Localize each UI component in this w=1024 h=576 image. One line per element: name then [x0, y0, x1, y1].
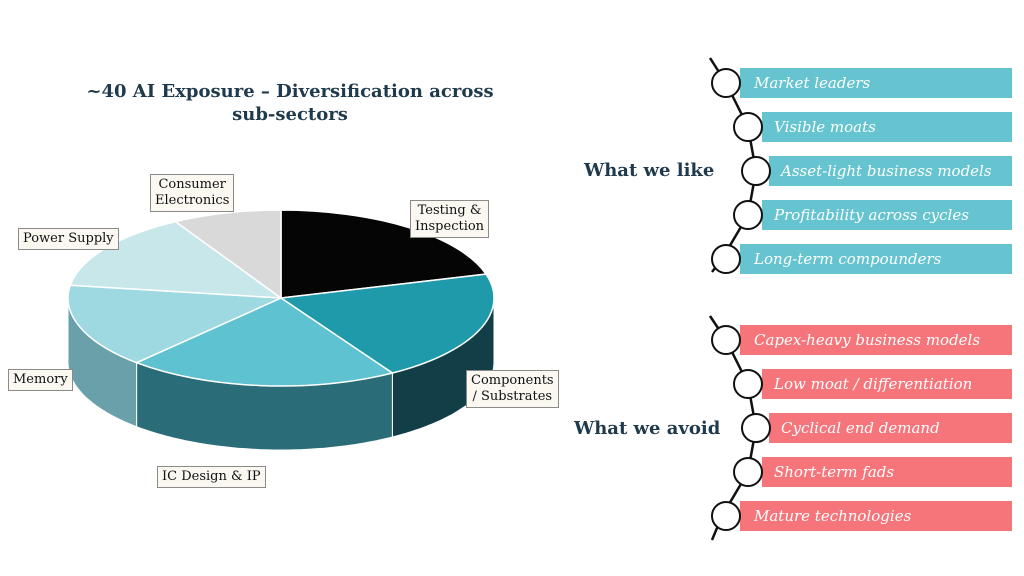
- avoid-bullet-circle: [711, 501, 741, 531]
- pie-slice-ic-design-ip: [134, 297, 395, 387]
- avoid-item-low-moat: Low moat / differentiation: [762, 369, 1012, 399]
- pie-slice-components-substrates: [278, 273, 495, 374]
- like-heading: What we like: [584, 160, 715, 181]
- like-item-compounders: Long-term compounders: [740, 244, 1012, 274]
- label-testing-line2: Inspection: [415, 219, 485, 234]
- label-ic-design: IC Design & IP: [157, 466, 266, 488]
- like-bullet-circle: [733, 200, 763, 230]
- like-item-asset-light: Asset-light business models: [769, 156, 1012, 186]
- pie-chart: [67, 209, 495, 451]
- label-power-supply: Power Supply: [18, 228, 119, 250]
- label-consumer-line2: Electronics: [155, 193, 230, 208]
- like-item-visible-moats: Visible moats: [762, 112, 1012, 142]
- avoid-item-mature-tech: Mature technologies: [740, 501, 1012, 531]
- like-item-market-leaders: Market leaders: [740, 68, 1012, 98]
- label-memory: Memory: [8, 369, 73, 391]
- avoid-item-short-term-fads: Short-term fads: [762, 457, 1012, 487]
- label-consumer-line1: Consumer: [158, 177, 226, 192]
- label-testing-line1: Testing &: [417, 203, 482, 218]
- like-bullet-circle: [733, 112, 763, 142]
- label-components-line1: Components: [471, 373, 554, 388]
- like-bullet-circle: [711, 68, 741, 98]
- chart-title: ~40 AI Exposure – Diversification across…: [86, 81, 494, 125]
- pie-slice-testing-inspection: [280, 209, 488, 299]
- avoid-bullet-circle: [741, 413, 771, 443]
- label-components-line2: / Substrates: [472, 389, 553, 404]
- like-item-profitability: Profitability across cycles: [762, 200, 1012, 230]
- avoid-bullet-circle: [733, 457, 763, 487]
- avoid-heading: What we avoid: [574, 418, 721, 439]
- avoid-item-cyclical: Cyclical end demand: [769, 413, 1012, 443]
- like-bullet-circle: [711, 244, 741, 274]
- label-testing-inspection: Testing & Inspection: [410, 200, 490, 238]
- pie-slice-consumer-electronics: [173, 209, 282, 300]
- avoid-bullet-circle: [711, 325, 741, 355]
- avoid-item-capex-heavy: Capex-heavy business models: [740, 325, 1012, 355]
- label-components-substrates: Components / Substrates: [466, 370, 559, 408]
- pie-slice-memory: [67, 284, 282, 364]
- avoid-bullet-circle: [733, 369, 763, 399]
- label-consumer-electronics: Consumer Electronics: [150, 174, 235, 212]
- like-bullet-circle: [741, 156, 771, 186]
